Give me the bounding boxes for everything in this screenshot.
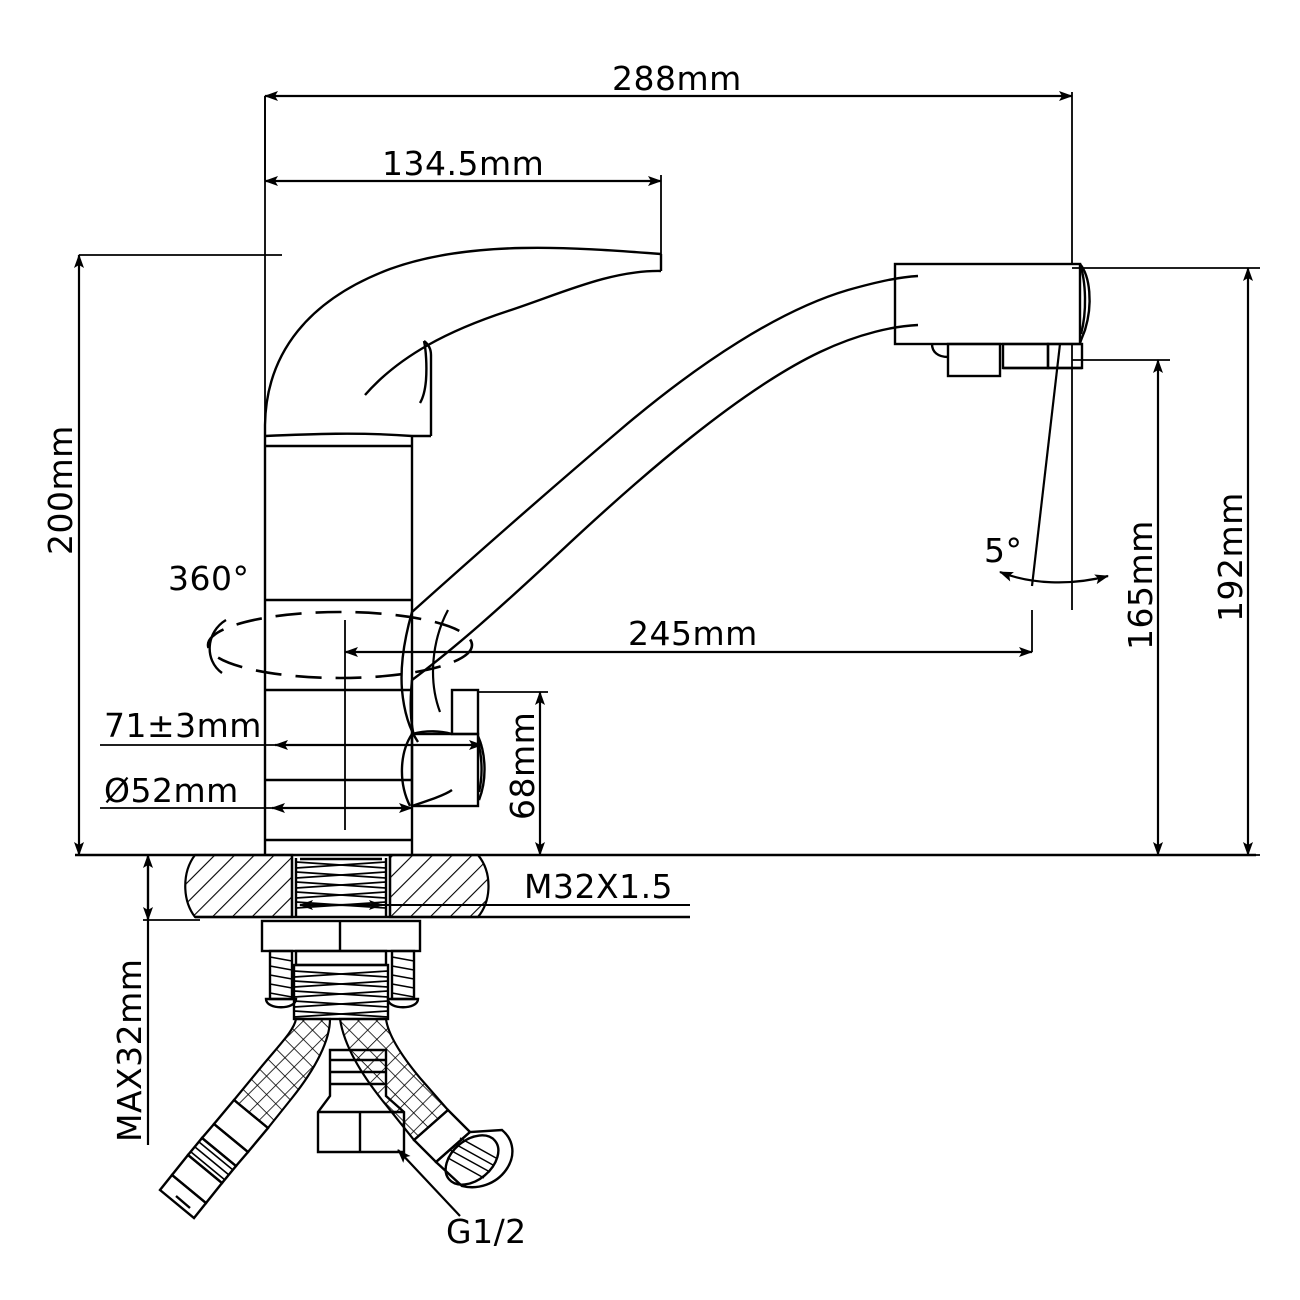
spout-arm (400, 274, 919, 743)
angle-indicator-5deg (999, 343, 1109, 610)
leader-hose-thread (397, 1149, 461, 1217)
label-spout-height-outer: 192mm (1211, 492, 1250, 622)
label-swivel: 360° (168, 559, 250, 598)
mounting-screw-right (386, 949, 420, 1009)
swivel-throat-curve (431, 609, 449, 713)
leader-swivel (208, 618, 227, 674)
label-base-diameter: Ø52mm (104, 771, 239, 810)
extension-lines (79, 92, 1260, 921)
label-side-connector-height: 68mm (503, 712, 542, 820)
swivel-indicator-ellipse (206, 610, 474, 680)
side-connector (400, 688, 486, 808)
label-aerator-angle: 5° (984, 531, 1023, 570)
supply-hoses (158, 1017, 514, 1220)
dimension-spout-reach (344, 610, 1033, 657)
label-spout-height-inner: 165mm (1121, 520, 1160, 650)
label-spout-reach: 245mm (628, 614, 758, 653)
faucet-body-column (263, 425, 414, 855)
label-handle-reach: 134.5mm (382, 144, 544, 183)
label-overall-height: 200mm (41, 425, 80, 555)
label-hose-thread: G1/2 (446, 1212, 527, 1251)
aerator-head (893, 262, 1091, 378)
countertop-section (75, 853, 1256, 919)
shank-thread-hatch (295, 861, 387, 909)
label-overall-width: 288mm (612, 59, 742, 98)
mounting-hardware (260, 919, 422, 1021)
faucet-handle-lever (263, 246, 663, 438)
label-deck-plate-spacing: 71±3mm (104, 706, 262, 745)
label-max-deck-thickness: MAX32mm (110, 959, 149, 1142)
label-shank-thread: M32X1.5 (524, 867, 673, 906)
mounting-screw-left (264, 949, 298, 1009)
